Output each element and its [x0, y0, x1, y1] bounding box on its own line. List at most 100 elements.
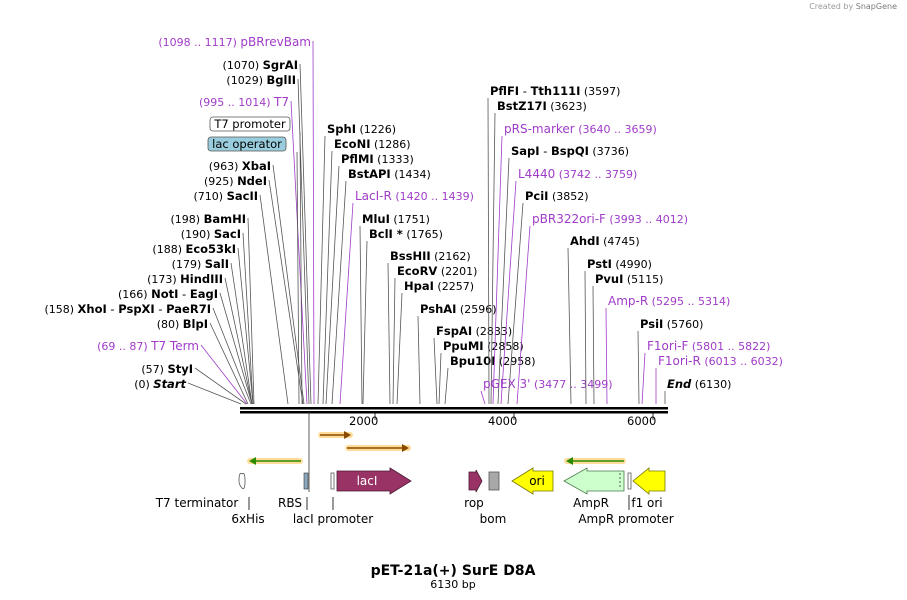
- site-label-bcli: BclI * (1765): [369, 227, 443, 241]
- site-line-amp-r: [605, 307, 608, 405]
- sequence-strand-bottom: [240, 411, 668, 414]
- site-line-pgex-3: [480, 390, 486, 405]
- feature-label-rop: rop: [464, 496, 484, 510]
- site-label-prs-marker: pRS-marker (3640 .. 3659): [504, 122, 657, 136]
- site-line-prs-marker: [492, 135, 503, 405]
- site-line-pflmi: [325, 165, 340, 405]
- site-label-pflfi: PflFI - Tth111I (3597): [490, 84, 620, 98]
- site-label-sgrai: (1070) SgrAI: [223, 58, 298, 72]
- site-line-sacii: [259, 194, 289, 405]
- feature-label-laci: lacI: [357, 474, 378, 488]
- site-label-pcii: PciI (3852): [525, 189, 589, 203]
- feature-rop-arrow: [468, 469, 483, 493]
- site-label-econi: EcoNI (1286): [334, 137, 411, 151]
- site-line-ppumi: [438, 352, 442, 405]
- feature-label-lac-operator: lac operator: [212, 137, 282, 151]
- site-line-pvui: [592, 285, 595, 405]
- site-label-ecorv: EcoRV (2201): [397, 264, 477, 278]
- site-label-bstz17i: BstZ17I (3623): [497, 99, 587, 113]
- site-label-hindiii: (173) HindIII: [147, 272, 223, 286]
- feature-label-t7-promoter: T7 promoter: [213, 117, 286, 131]
- site-label-blpi: (80) BlpI: [157, 317, 208, 331]
- site-line-eco53ki: [237, 247, 254, 405]
- feature-label-bom: bom: [480, 512, 507, 526]
- site-label-end: End (6130): [667, 377, 731, 391]
- site-line-bpu10i: [444, 367, 449, 405]
- site-line-laci-r: [339, 202, 354, 405]
- site-label-bglii: (1029) BglII: [226, 73, 296, 87]
- feature-label-laci-promoter: lacI promoter: [293, 512, 373, 526]
- site-label-pbr322ori-f: pBR322ori-F (3993 .. 4012): [532, 212, 688, 226]
- feature-ori-arrow: [511, 467, 554, 495]
- site-line-bstz17i: [490, 112, 496, 405]
- site-label-pshai: PshAI (2596): [420, 302, 497, 316]
- plasmid-title: pET-21a(+) SurE D8A: [371, 563, 536, 579]
- site-label-f1ori-f: F1ori-F (5801 .. 5822): [647, 339, 770, 353]
- site-label-t7-term: (69 .. 87) T7 Term: [97, 339, 199, 353]
- site-line-sgrai: [299, 63, 312, 405]
- axis-tick-label-2000: 2000: [349, 414, 378, 428]
- site-label-mlui: MluI (1751): [362, 212, 430, 226]
- site-label-pgex-3: pGEX 3' (3477 .. 3499): [483, 377, 613, 391]
- site-label-sapi: SapI - BspQI (3736): [511, 144, 629, 158]
- orf-left-1-head: [249, 457, 256, 465]
- site-label-bstapi: BstAPI (1434): [348, 167, 431, 181]
- site-line-bglii: [297, 78, 310, 405]
- features-track: [238, 412, 666, 510]
- axis-tick-label-4000: 4000: [488, 414, 517, 428]
- axis-tick-label-6000: 6000: [627, 414, 656, 428]
- site-line-mlui: [359, 225, 363, 405]
- site-line-ndei: [268, 179, 304, 405]
- site-line-pcii: [507, 202, 524, 405]
- site-label-saci: (190) SacI: [181, 227, 241, 241]
- feature-laci-promoter: [330, 472, 335, 490]
- site-line-hpai: [396, 292, 403, 405]
- feature-ampr-arrow: [563, 467, 625, 495]
- site-label-t7: (995 .. 1014) T7: [199, 95, 289, 109]
- site-line-sphi: [317, 135, 326, 405]
- feature-label-rbs: RBS: [278, 496, 302, 510]
- site-line-xbai: [272, 164, 305, 405]
- site-label-start: (0) Start: [134, 377, 186, 391]
- site-label-psti: PstI (4990): [587, 257, 652, 271]
- plasmid-size: 6130 bp: [430, 578, 475, 591]
- site-label-pflmi: PflMI (1333): [341, 152, 414, 166]
- site-line-t7: [290, 100, 308, 405]
- feature-bom: [488, 471, 500, 491]
- site-line-t7-promoter: [299, 131, 303, 405]
- site-line-pbrrevbam: [312, 40, 315, 405]
- site-line-fspai: [433, 337, 438, 405]
- site-line-sali: [230, 262, 253, 405]
- site-line-psii: [637, 330, 640, 405]
- feature-f1-ori-arrow: [632, 467, 666, 495]
- site-label-xhoi: (158) XhoI - PspXI - PaeR7I: [44, 302, 211, 316]
- site-label-pvui: PvuI (5115): [595, 272, 663, 286]
- orf-right-1-head: [344, 431, 351, 439]
- site-line-saci: [242, 232, 254, 405]
- site-label-ahdi: AhdI (4745): [570, 234, 640, 248]
- site-line-xhoi: [212, 307, 252, 405]
- site-line-styi: [194, 367, 247, 405]
- orf-left-2-head: [566, 457, 573, 465]
- feature-label-ampr: AmpR: [573, 496, 609, 510]
- feature-rbs: [303, 472, 309, 490]
- site-line-l4440: [500, 180, 517, 405]
- site-label-psii: PsiI (5760): [640, 317, 703, 331]
- site-line-bstapi: [331, 180, 347, 405]
- site-line-bcli: [362, 240, 368, 405]
- snapgene-credit: Created by SnapGene: [809, 2, 897, 11]
- site-line-bsshii: [387, 262, 391, 405]
- site-label-styi: (57) StyI: [141, 362, 193, 376]
- site-label-sacii: (710) SacII: [194, 189, 259, 203]
- sequence-strand-top: [240, 407, 668, 410]
- site-label-ndei: (925) NdeI: [204, 174, 267, 188]
- site-label-f1ori-r: F1ori-R (6013 .. 6032): [658, 354, 783, 368]
- site-line-ecorv: [392, 277, 396, 405]
- site-label-ppumi: PpuMI (2858): [443, 339, 524, 353]
- site-line-pshai: [417, 315, 421, 405]
- site-line-sapi: [497, 157, 510, 405]
- site-line-pbr322ori-f: [516, 225, 531, 405]
- site-label-xbai: (963) XbaI: [209, 159, 271, 173]
- feature-label-t7-terminator: T7 terminator: [155, 496, 239, 510]
